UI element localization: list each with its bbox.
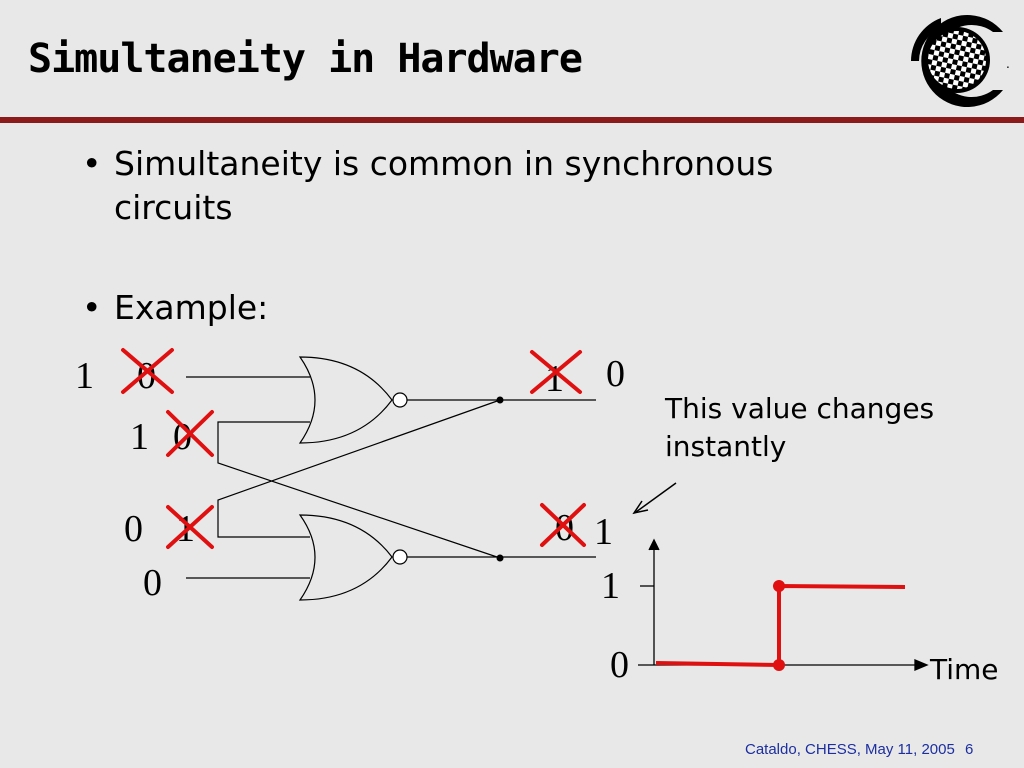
bottom-input-a-new: 1 <box>176 508 195 550</box>
strike-mark <box>121 348 174 394</box>
callout-arrow <box>632 482 677 515</box>
strike-mark <box>540 503 586 547</box>
junction-dot-bottom <box>496 554 504 562</box>
bullet-marker: • <box>82 288 102 327</box>
y-tick-label-0: 0 <box>610 644 629 686</box>
page-number: 6 <box>965 741 974 758</box>
footer-citation: Cataldo, CHESS, May 11, 2005 <box>745 741 955 758</box>
top-output-old: 1 <box>545 358 564 400</box>
signal-trace <box>655 583 906 668</box>
top-input-a-new: 0 <box>137 355 156 397</box>
title-divider <box>0 117 1024 123</box>
chess-logo-icon: . <box>911 15 1010 108</box>
top-input-a-old: 1 <box>75 355 94 397</box>
top-output-new: 0 <box>606 353 625 395</box>
strike-mark <box>166 410 214 457</box>
strike-mark <box>166 505 214 549</box>
y-axis-arrowhead <box>648 538 660 551</box>
top-input-b-old: 1 <box>130 416 149 458</box>
logo-mark: . <box>1006 57 1010 71</box>
bullet-item: • Simultaneity is common in synchronous … <box>82 142 874 230</box>
bullet-marker: • <box>82 144 102 183</box>
x-axis-label: Time <box>929 653 999 686</box>
bottom-input-b-value: 0 <box>143 562 162 604</box>
slide-title: Simultaneity in Hardware <box>28 36 583 82</box>
bullet-list: • Simultaneity is common in synchronous … <box>82 142 874 330</box>
nor-gate-top <box>298 356 408 444</box>
timing-graph: 1 0 Time <box>601 538 999 686</box>
junction-dot-top <box>496 396 504 404</box>
transition-point-low <box>773 659 785 671</box>
callout-text: This value changes instantly <box>665 392 935 463</box>
strike-marks <box>121 348 586 549</box>
footer: Cataldo, CHESS, May 11, 2005 6 <box>745 741 973 758</box>
x-axis-arrowhead <box>914 659 929 671</box>
bottom-input-a-old: 0 <box>124 508 143 550</box>
strike-mark <box>530 350 582 394</box>
bullet-text: Example: <box>114 288 269 327</box>
bottom-output-old: 0 <box>555 507 574 549</box>
bullet-text: Simultaneity is common in synchronous ci… <box>114 144 774 227</box>
bottom-output-new: 1 <box>594 511 613 553</box>
transition-point-high <box>773 580 785 592</box>
circuit-wires <box>186 376 596 579</box>
nor-gate-bottom <box>298 514 408 601</box>
bullet-item: • Example: <box>82 286 874 330</box>
y-tick-label-1: 1 <box>601 565 620 607</box>
top-input-b-new: 0 <box>173 416 192 458</box>
